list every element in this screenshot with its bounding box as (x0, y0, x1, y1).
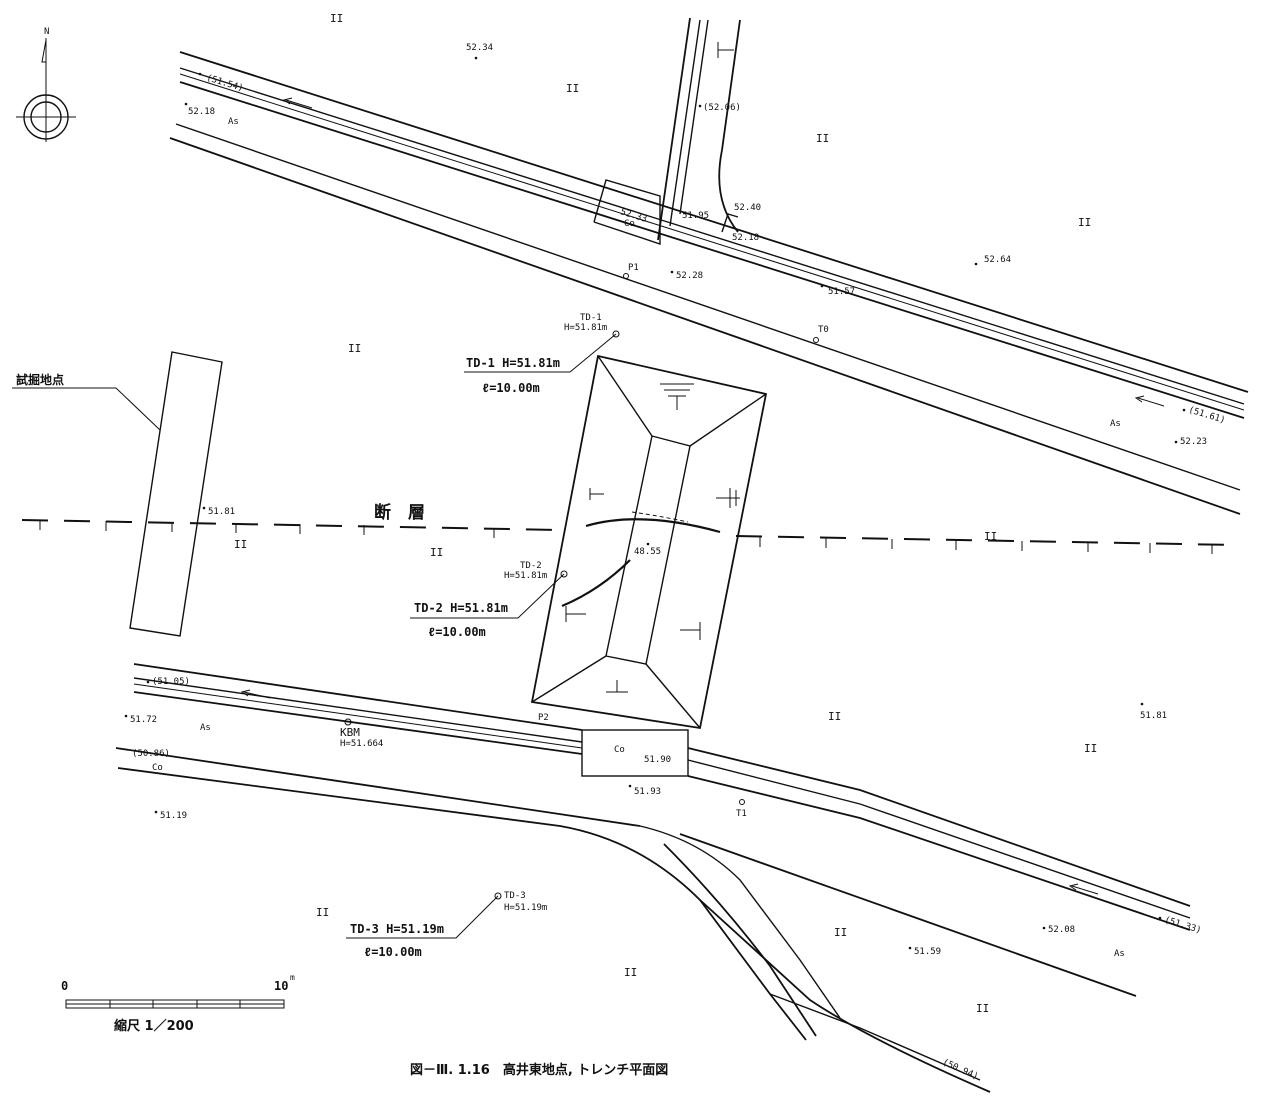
td3-small-h: H=51.19m (504, 903, 547, 913)
elev-51-81-a: 51.81 (208, 507, 235, 517)
kbm-h: H=51.664 (340, 739, 383, 749)
td3-h-label: TD-3 H=51.19m (350, 922, 444, 936)
elev-51-05: (51.05) (152, 677, 190, 687)
mark-as: As (228, 117, 239, 127)
field-symbol: II (316, 906, 329, 919)
elev-51-95: 51.95 (682, 211, 709, 221)
elev-52-18-b: 52.18 (732, 233, 759, 243)
point-p1: P1 (628, 263, 639, 273)
upper-road (169, 51, 1249, 515)
field-symbol: II (828, 710, 841, 723)
field-symbol: II (624, 966, 637, 979)
field-symbol: II (566, 82, 579, 95)
td3-small-id: TD-3 (504, 891, 526, 901)
point-t0: T0 (818, 325, 829, 335)
mark-co: Co (152, 763, 163, 773)
point-t1: T1 (736, 809, 747, 819)
field-symbol: II (976, 1002, 989, 1015)
mark-co: Co (614, 745, 625, 755)
fault-label: 断 層 (374, 502, 425, 523)
field-symbol: II (984, 530, 997, 543)
scale-zero: 0 (61, 979, 68, 993)
elev-52-18-a: 52.18 (188, 107, 215, 117)
callout-td2: TD-2 H=51.81m TD-2 H=51.81m ℓ=10.00m (410, 561, 568, 639)
fault-line: 断 層 (21, 502, 1237, 554)
elev-52-06: (52.06) (703, 103, 741, 113)
elev-51-59: 51.59 (914, 947, 941, 957)
td1-len-label: ℓ=10.00m (482, 381, 540, 395)
callout-td1: TD-1 H=51.81m TD-1 H=51.81m ℓ=10.00m (464, 313, 620, 395)
field-symbol: II (330, 12, 343, 25)
scale-bar: 0 10 m 縮尺 1／200 (61, 973, 295, 1034)
field-symbols: II II II II II II II II II II II II II I… (234, 12, 1097, 1015)
mark-as: As (1110, 419, 1121, 429)
scale-ten: 10 (274, 979, 288, 993)
elev-51-93: 51.93 (634, 787, 661, 797)
point-p2: P2 (538, 713, 549, 723)
survey-points: P1 T0 P2 T1 (538, 263, 829, 819)
td1-small-h: H=51.81m (564, 323, 607, 333)
field-symbol: II (234, 538, 247, 551)
elev-48-55: 48.55 (634, 547, 661, 557)
field-symbol: II (834, 926, 847, 939)
field-symbol: II (430, 546, 443, 559)
td3-len-label: ℓ=10.00m (364, 945, 422, 959)
td2-small-id: TD-2 (520, 561, 542, 571)
main-trench (530, 354, 768, 730)
figure-caption: 図－Ⅲ. 1.16 高井東地点, トレンチ平面図 (410, 1062, 668, 1078)
test-pit-strip: 試掘地点 (12, 351, 223, 637)
kbm-marker: KBM H=51.664 (340, 718, 383, 749)
surface-marks: As As As As Co Co Co (152, 117, 1125, 959)
north-arrow: N (16, 27, 76, 142)
elev-51-90: 51.90 (644, 755, 671, 765)
field-symbol: II (1084, 742, 1097, 755)
elev-51-61: (51.61) (1187, 405, 1226, 426)
td2-small-h: H=51.81m (504, 571, 547, 581)
field-symbol: II (348, 342, 361, 355)
elev-51-81-b: 51.81 (1140, 711, 1167, 721)
elev-50-86: (50.86) (132, 749, 170, 759)
scale-label: 縮尺 1／200 (114, 1018, 194, 1034)
scale-unit: m (290, 973, 295, 982)
elev-51-19: 51.19 (160, 811, 187, 821)
elev-52-08: 52.08 (1048, 925, 1075, 935)
mark-as: As (200, 723, 211, 733)
kbm-label: KBM (340, 726, 360, 739)
elev-52-64: 52.64 (984, 255, 1011, 265)
elev-51-57: 51.57 (828, 287, 855, 297)
field-symbol: II (1078, 216, 1091, 229)
elev-52-28: 52.28 (676, 271, 703, 281)
mark-as: As (1114, 949, 1125, 959)
lower-road (115, 663, 1191, 1093)
td1-h-label: TD-1 H=51.81m (466, 356, 560, 370)
elev-51-33: (51.33) (1163, 915, 1202, 936)
td2-len-label: ℓ=10.00m (428, 625, 486, 639)
mark-co: Co (624, 219, 635, 229)
field-symbol: II (816, 132, 829, 145)
elevation-labels: 52.34 (51.54) 52.18 (52.06) 52.33 51.95 … (124, 43, 1226, 1082)
test-pit-label: 試掘地点 (16, 372, 64, 387)
callout-td3: TD-3 H=51.19m TD-3 H=51.19m ℓ=10.00m (346, 891, 547, 959)
elev-52-40: 52.40 (734, 203, 761, 213)
td1-small-id: TD-1 (580, 313, 602, 323)
elev-52-34: 52.34 (466, 43, 493, 53)
elev-51-72: 51.72 (130, 715, 157, 725)
north-side-road (593, 17, 741, 245)
north-label: N (44, 27, 49, 37)
elev-52-23: 52.23 (1180, 437, 1207, 447)
td2-h-label: TD-2 H=51.81m (414, 601, 508, 615)
